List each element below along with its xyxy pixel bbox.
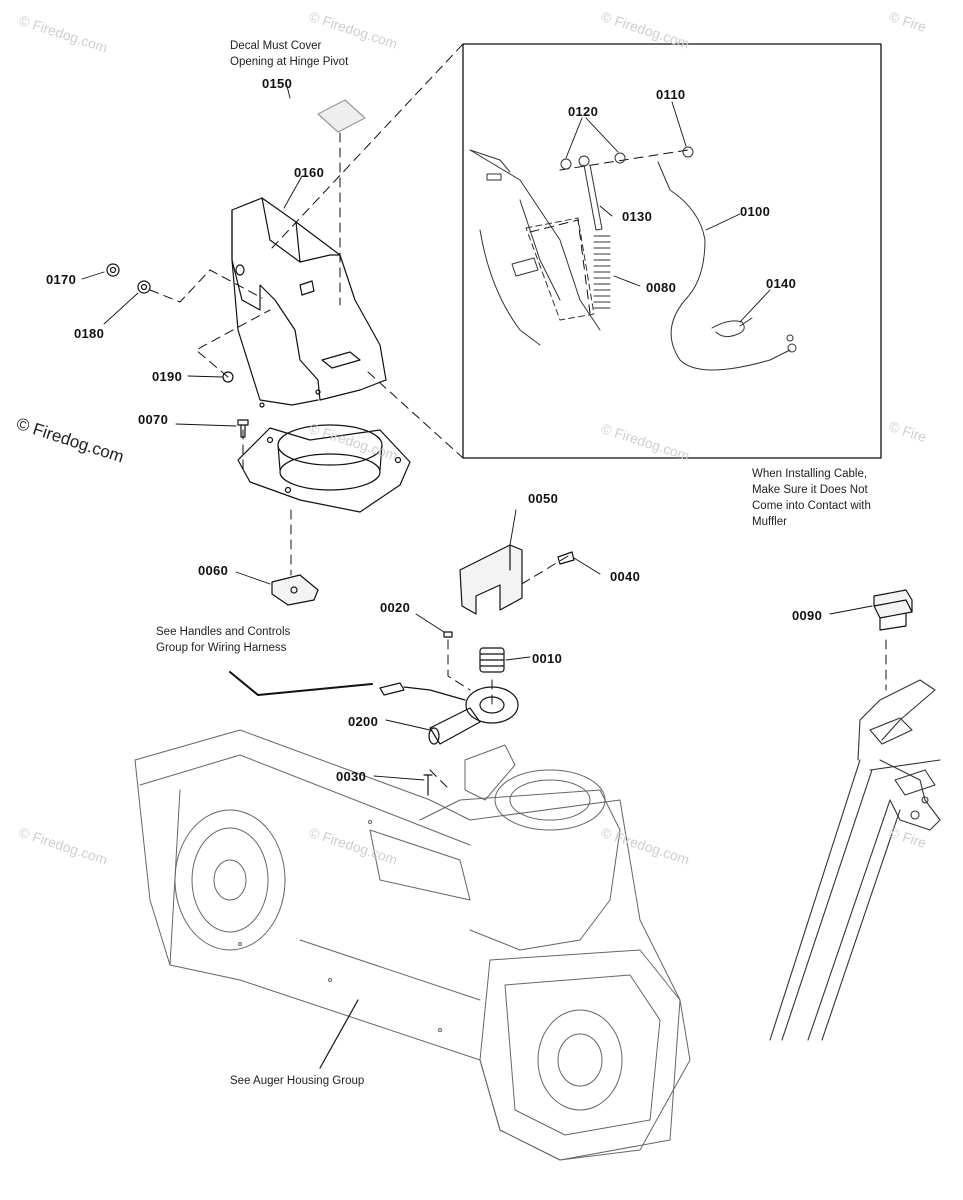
chute-base <box>237 424 411 513</box>
part-label-0010: 0010 <box>532 651 563 666</box>
part-label-0130: 0130 <box>622 209 653 224</box>
part-label-0100: 0100 <box>740 204 771 219</box>
part-label-0200: 0200 <box>348 714 379 729</box>
switch-0090 <box>873 589 913 631</box>
chute-0160 <box>231 197 387 408</box>
part-label-0110: 0110 <box>656 87 686 102</box>
part-label-0170: 0170 <box>46 272 77 287</box>
fastener-0190 <box>222 371 234 383</box>
inset-contents <box>469 146 797 371</box>
bolt-0030 <box>423 774 433 796</box>
cover-0050 <box>459 544 523 615</box>
nut-0170 <box>106 263 120 277</box>
part-label-0190: 0190 <box>152 369 183 384</box>
part-label-0040: 0040 <box>610 569 641 584</box>
gear-0010 <box>479 647 505 673</box>
cable-0100 <box>657 161 791 371</box>
part-label-0120: 0120 <box>568 104 599 119</box>
screw-0040 <box>557 551 575 565</box>
inset-detail-box <box>462 43 882 459</box>
part-label-0180: 0180 <box>74 326 105 341</box>
screw-0020 <box>443 631 453 638</box>
bolt-0070 <box>237 419 249 438</box>
part-label-0060: 0060 <box>198 563 229 578</box>
part-label-0070: 0070 <box>138 412 169 427</box>
block-0060 <box>271 574 319 606</box>
part-label-0090: 0090 <box>792 608 823 623</box>
tie-0140 <box>711 320 745 338</box>
handle-frame <box>769 679 941 1041</box>
auger-note: See Auger Housing Group <box>230 1075 365 1087</box>
wiring-leader <box>229 671 373 696</box>
spring-0080 <box>593 235 611 309</box>
auger-housing <box>134 729 691 1161</box>
part-label-0160: 0160 <box>294 165 325 180</box>
part-label-0020: 0020 <box>380 600 411 615</box>
part-label-0050: 0050 <box>528 491 559 506</box>
washer-0180 <box>137 280 151 294</box>
motor-0200 <box>379 682 519 745</box>
part-label-0080: 0080 <box>646 280 677 295</box>
part-label-0150: 0150 <box>262 76 293 91</box>
cable-note: When Installing Cable,Make Sure it Does … <box>752 468 871 528</box>
part-label-0030: 0030 <box>336 769 367 784</box>
part-label-0140: 0140 <box>766 276 797 291</box>
decal-0150 <box>317 99 366 133</box>
